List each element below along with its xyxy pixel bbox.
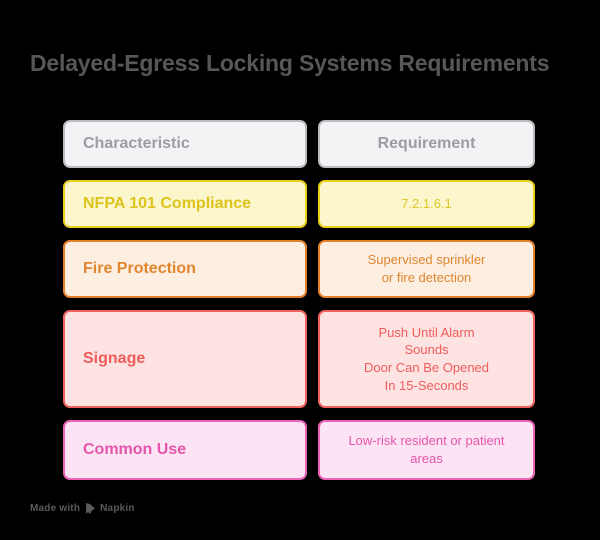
cell-requirement-fire-protection: Supervised sprinkler or fire detection	[318, 240, 535, 298]
napkin-leaf-icon	[85, 503, 96, 514]
table-row: Common Use Low-risk resident or patient …	[63, 420, 535, 480]
watermark-brand: Napkin	[100, 503, 135, 514]
cell-characteristic-common-use: Common Use	[63, 420, 307, 480]
table-row: Signage Push Until Alarm Sounds Door Can…	[63, 310, 535, 408]
page-title: Delayed-Egress Locking Systems Requireme…	[30, 50, 550, 76]
napkin-watermark[interactable]: Made with Napkin	[30, 503, 135, 514]
cell-requirement-nfpa: 7.2.1.6.1	[318, 180, 535, 228]
characteristic-label: NFPA 101 Compliance	[83, 195, 252, 213]
requirement-value: 7.2.1.6.1	[401, 196, 452, 212]
cell-characteristic-fire-protection: Fire Protection	[63, 240, 307, 298]
header-label-requirement: Requirement	[377, 135, 476, 153]
requirement-value: Push Until Alarm Sounds Door Can Be Open…	[363, 324, 490, 393]
characteristic-label: Signage	[83, 350, 146, 368]
watermark-prefix: Made with	[30, 503, 81, 514]
table-row: Fire Protection Supervised sprinkler or …	[63, 240, 535, 298]
header-label-characteristic: Characteristic	[83, 135, 190, 153]
table-header-row: Characteristic Requirement	[63, 120, 535, 168]
cell-requirement-common-use: Low-risk resident or patient areas	[318, 420, 535, 480]
cell-characteristic-nfpa: NFPA 101 Compliance	[63, 180, 307, 228]
cell-requirement-signage: Push Until Alarm Sounds Door Can Be Open…	[318, 310, 535, 408]
requirements-table: Characteristic Requirement NFPA 101 Comp…	[63, 120, 535, 492]
header-cell-requirement: Requirement	[318, 120, 535, 168]
cell-characteristic-signage: Signage	[63, 310, 307, 408]
characteristic-label: Fire Protection	[83, 260, 196, 278]
header-cell-characteristic: Characteristic	[63, 120, 307, 168]
requirement-value: Supervised sprinkler or fire detection	[367, 252, 486, 285]
characteristic-label: Common Use	[83, 441, 187, 459]
table-row: NFPA 101 Compliance 7.2.1.6.1	[63, 180, 535, 228]
requirement-value: Low-risk resident or patient areas	[348, 433, 505, 466]
